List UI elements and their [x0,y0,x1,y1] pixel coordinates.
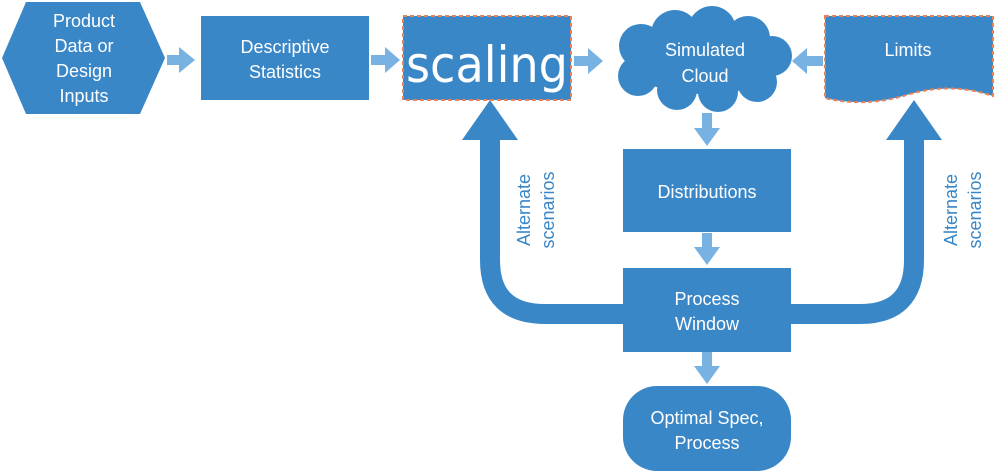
node-optimal-line2: Process [674,433,739,453]
node-descriptive-line1: Descriptive [240,37,329,57]
node-scaling-text: scaling [406,36,568,94]
arrow-descriptive-to-scaling [371,47,400,73]
feedback-arrowhead-right [886,100,942,140]
node-distributions: Distributions [623,149,791,232]
node-product-line3: Design [56,61,112,81]
arrow-process-to-optimal [694,352,720,384]
node-cloud-line1: Simulated [665,40,745,60]
node-limits-text: Limits [884,40,931,60]
side-label-right-line1: Alternate [941,174,961,246]
arrow-cloud-to-distributions [694,113,720,146]
node-product-line2: Data or [54,36,113,56]
node-process-window: Process Window [623,268,791,352]
arrow-product-to-descriptive [167,47,195,73]
node-descriptive-statistics: Descriptive Statistics [201,16,369,100]
side-label-right-line2: scenarios [965,171,985,248]
node-distributions-text: Distributions [657,182,756,202]
node-process-line2: Window [675,314,740,334]
arrow-scaling-to-cloud [574,48,603,74]
node-optimal-spec: Optimal Spec, Process [623,386,791,471]
side-label-left-line1: Alternate [514,174,534,246]
node-optimal-line1: Optimal Spec, [650,408,763,428]
node-simulated-cloud: Simulated Cloud [618,6,792,112]
node-product-line4: Inputs [59,86,108,106]
side-label-left: Alternate scenarios [514,171,558,248]
side-label-right: Alternate scenarios [941,171,985,248]
node-product-line1: Product [53,11,115,31]
node-product-data: Product Data or Design Inputs [2,2,165,114]
side-label-left-line2: scenarios [538,171,558,248]
node-descriptive-line2: Statistics [249,62,321,82]
node-process-line1: Process [674,289,739,309]
feedback-arrow-right [790,140,924,324]
node-cloud-line2: Cloud [681,66,728,86]
arrow-limits-to-cloud [792,48,823,74]
node-limits: Limits [824,15,994,104]
feedback-arrow-left [480,140,625,324]
feedback-arrowhead-left [462,100,518,140]
node-scaling: scaling [402,15,572,101]
arrow-distributions-to-process [694,233,720,265]
